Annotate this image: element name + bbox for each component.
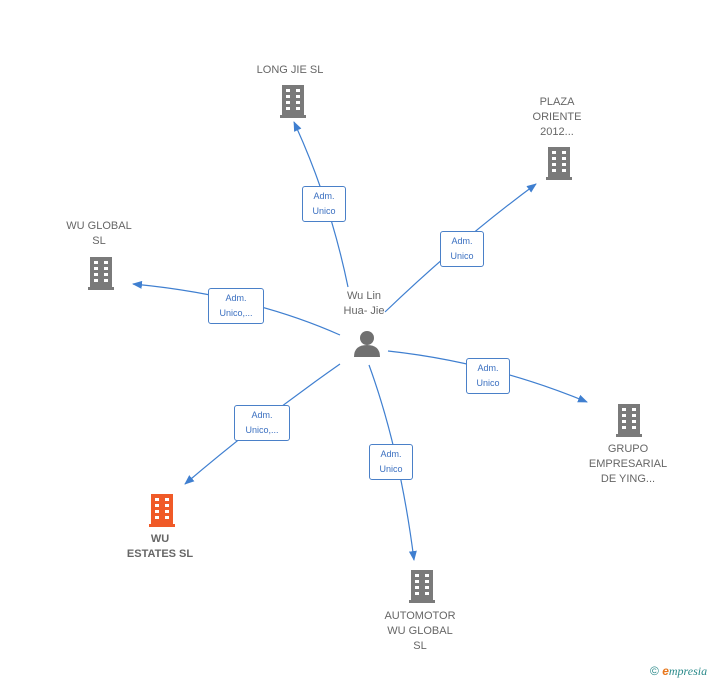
edge-label-automotor: Adm. Unico (369, 444, 413, 480)
edge-label-plaza-oriente: Adm. Unico (440, 231, 484, 267)
edge-label-wu-global: Adm. Unico,... (208, 288, 264, 324)
edge-label-wu-estates: Adm. Unico,... (234, 405, 290, 441)
copyright-symbol: © (650, 664, 659, 678)
node-label-long-jie[interactable]: LONG JIE SL (256, 64, 324, 76)
person-icon[interactable] (352, 330, 382, 358)
node-label-plaza-oriente[interactable]: PLAZA ORIENTE 2012... (532, 96, 582, 138)
brand-name: mpresia (668, 664, 708, 678)
node-label-wu-estates[interactable]: WU ESTATES SL (126, 533, 194, 560)
edge-label-long-jie: Adm. Unico (302, 186, 346, 222)
building-icon[interactable] (407, 569, 437, 603)
building-icon[interactable] (86, 256, 116, 290)
center-person-name: Wu Lin Hua- Jie (343, 290, 385, 317)
node-label-grupo-empresarial[interactable]: GRUPO EMPRESARIAL DE YING... (588, 443, 668, 485)
brand-initial: e (662, 664, 669, 678)
building-icon[interactable] (278, 84, 308, 118)
building-icon-highlight[interactable] (147, 493, 177, 527)
node-label-automotor[interactable]: AUTOMOTOR WU GLOBAL SL (384, 610, 456, 652)
node-label-wu-global[interactable]: WU GLOBAL SL (66, 220, 132, 247)
footer-brand: © empresia (650, 664, 707, 679)
building-icon[interactable] (544, 146, 574, 180)
edge-label-grupo-empresarial: Adm. Unico (466, 358, 510, 394)
building-icon[interactable] (614, 403, 644, 437)
